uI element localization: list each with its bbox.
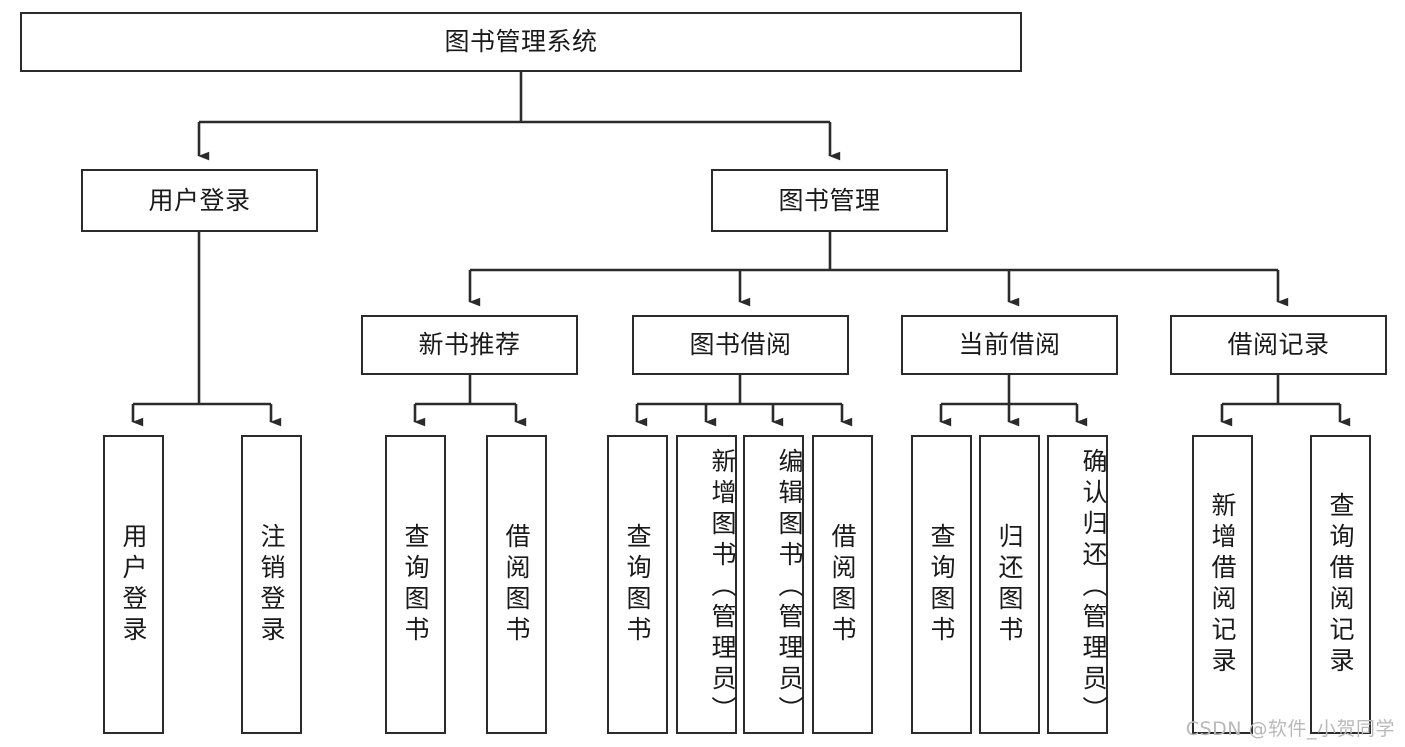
node-label: 注销登录: [257, 522, 286, 647]
leaf-query-book-rec[interactable]: 查询图书: [385, 435, 446, 734]
node-new-book-recommend[interactable]: 新书推荐: [361, 315, 578, 375]
node-label: 新增借阅记录: [1208, 491, 1237, 678]
node-label: 当前借阅: [958, 330, 1061, 360]
leaf-query-book-borrow[interactable]: 查询图书: [607, 435, 668, 734]
node-label: 用户登录: [119, 522, 148, 647]
leaf-user-login[interactable]: 用户登录: [103, 435, 164, 734]
leaf-add-borrow-record[interactable]: 新增借阅记录: [1192, 435, 1253, 734]
node-label: 新书推荐: [418, 330, 521, 360]
leaf-borrow-book-rec[interactable]: 借阅图书: [486, 435, 547, 734]
leaf-confirm-return-admin[interactable]: 确认归还（管理员）: [1047, 435, 1108, 734]
node-root-system[interactable]: 图书管理系统: [20, 12, 1022, 72]
node-label: 查询图书: [401, 522, 430, 647]
leaf-borrow-book[interactable]: 借阅图书: [812, 435, 873, 734]
node-label: 编辑图书（管理员）: [775, 448, 804, 727]
leaf-return-book[interactable]: 归还图书: [979, 435, 1040, 734]
csdn-watermark: CSDN @软件_小贺同学: [1185, 718, 1395, 740]
node-current-borrow[interactable]: 当前借阅: [901, 315, 1118, 375]
node-book-borrow[interactable]: 图书借阅: [632, 315, 849, 375]
node-label: 查询图书: [927, 522, 956, 647]
node-label: 用户登录: [148, 185, 251, 215]
node-label: 图书借阅: [689, 330, 792, 360]
node-book-management[interactable]: 图书管理: [711, 169, 948, 232]
leaf-logout-login[interactable]: 注销登录: [241, 435, 302, 734]
node-label: 确认归还（管理员）: [1079, 448, 1108, 727]
node-user-login[interactable]: 用户登录: [81, 169, 318, 232]
leaf-edit-book-admin[interactable]: 编辑图书（管理员）: [743, 435, 804, 734]
node-label: 归还图书: [995, 522, 1024, 647]
node-label: 借阅图书: [828, 522, 857, 647]
node-borrow-record[interactable]: 借阅记录: [1170, 315, 1387, 375]
node-label: 查询图书: [623, 522, 652, 647]
node-label: 图书管理系统: [444, 27, 598, 57]
node-label: 新增图书（管理员）: [708, 448, 737, 727]
node-label: 借阅记录: [1227, 330, 1330, 360]
leaf-add-book-admin[interactable]: 新增图书（管理员）: [676, 435, 737, 734]
node-label: 图书管理: [778, 185, 881, 215]
node-label: 查询借阅记录: [1326, 491, 1355, 678]
node-label: 借阅图书: [502, 522, 531, 647]
leaf-query-borrow-record[interactable]: 查询借阅记录: [1310, 435, 1371, 734]
leaf-query-book-current[interactable]: 查询图书: [911, 435, 972, 734]
